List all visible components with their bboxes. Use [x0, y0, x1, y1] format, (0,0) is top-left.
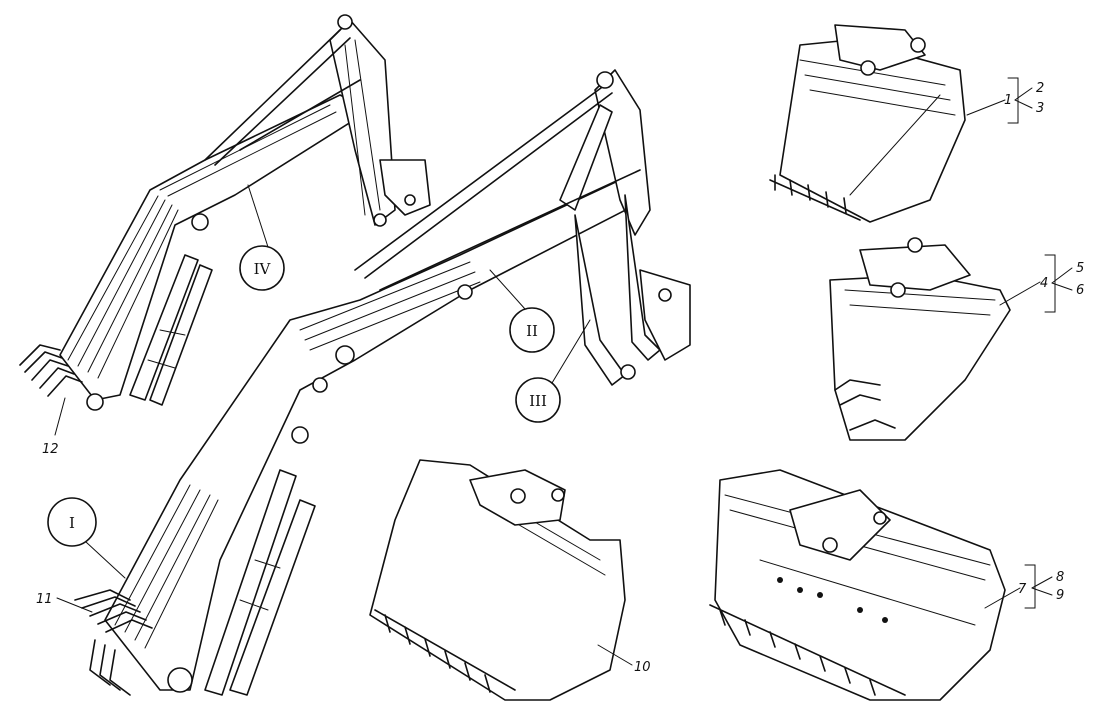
part-number-7: 7 — [1018, 582, 1027, 597]
part-number-5: 5 — [1076, 261, 1084, 276]
rear-boom-assembly — [19, 14, 431, 411]
part-label-group-4-5-6: 4 5 6 — [999, 254, 1084, 313]
part-number-1: 1 — [1004, 93, 1012, 108]
part-label-group-1-2-3: 1 2 3 — [966, 77, 1044, 124]
bucket-4 — [829, 237, 1011, 441]
part-number-9: 9 — [1056, 588, 1064, 603]
bucket-1 — [769, 24, 966, 223]
part-label-12: 12 — [42, 397, 66, 457]
part-number-4: 4 — [1040, 276, 1048, 291]
part-number-3: 3 — [1036, 101, 1044, 116]
part-number-10: 10 — [634, 660, 651, 675]
callout-I-text: I — [69, 514, 75, 532]
bucket-7 — [709, 469, 1006, 701]
bucket-10 — [369, 459, 626, 701]
callout-III-text: III — [529, 392, 547, 410]
callout-IV: IV — [239, 184, 285, 291]
front-boom-assembly — [74, 69, 691, 696]
callout-II-text: II — [526, 322, 538, 340]
callout-IV-text: IV — [254, 260, 272, 278]
part-number-11: 11 — [36, 592, 53, 607]
callout-I: I — [47, 497, 126, 579]
part-label-11: 11 — [36, 592, 93, 613]
part-number-12: 12 — [42, 442, 59, 457]
part-number-6: 6 — [1076, 283, 1084, 298]
part-label-group-7-8-9: 7 8 9 — [984, 564, 1064, 609]
part-number-8: 8 — [1056, 570, 1064, 585]
callout-II: II — [489, 269, 555, 353]
callout-III: III — [515, 319, 591, 423]
part-label-10: 10 — [597, 644, 651, 675]
part-number-2: 2 — [1036, 81, 1044, 96]
